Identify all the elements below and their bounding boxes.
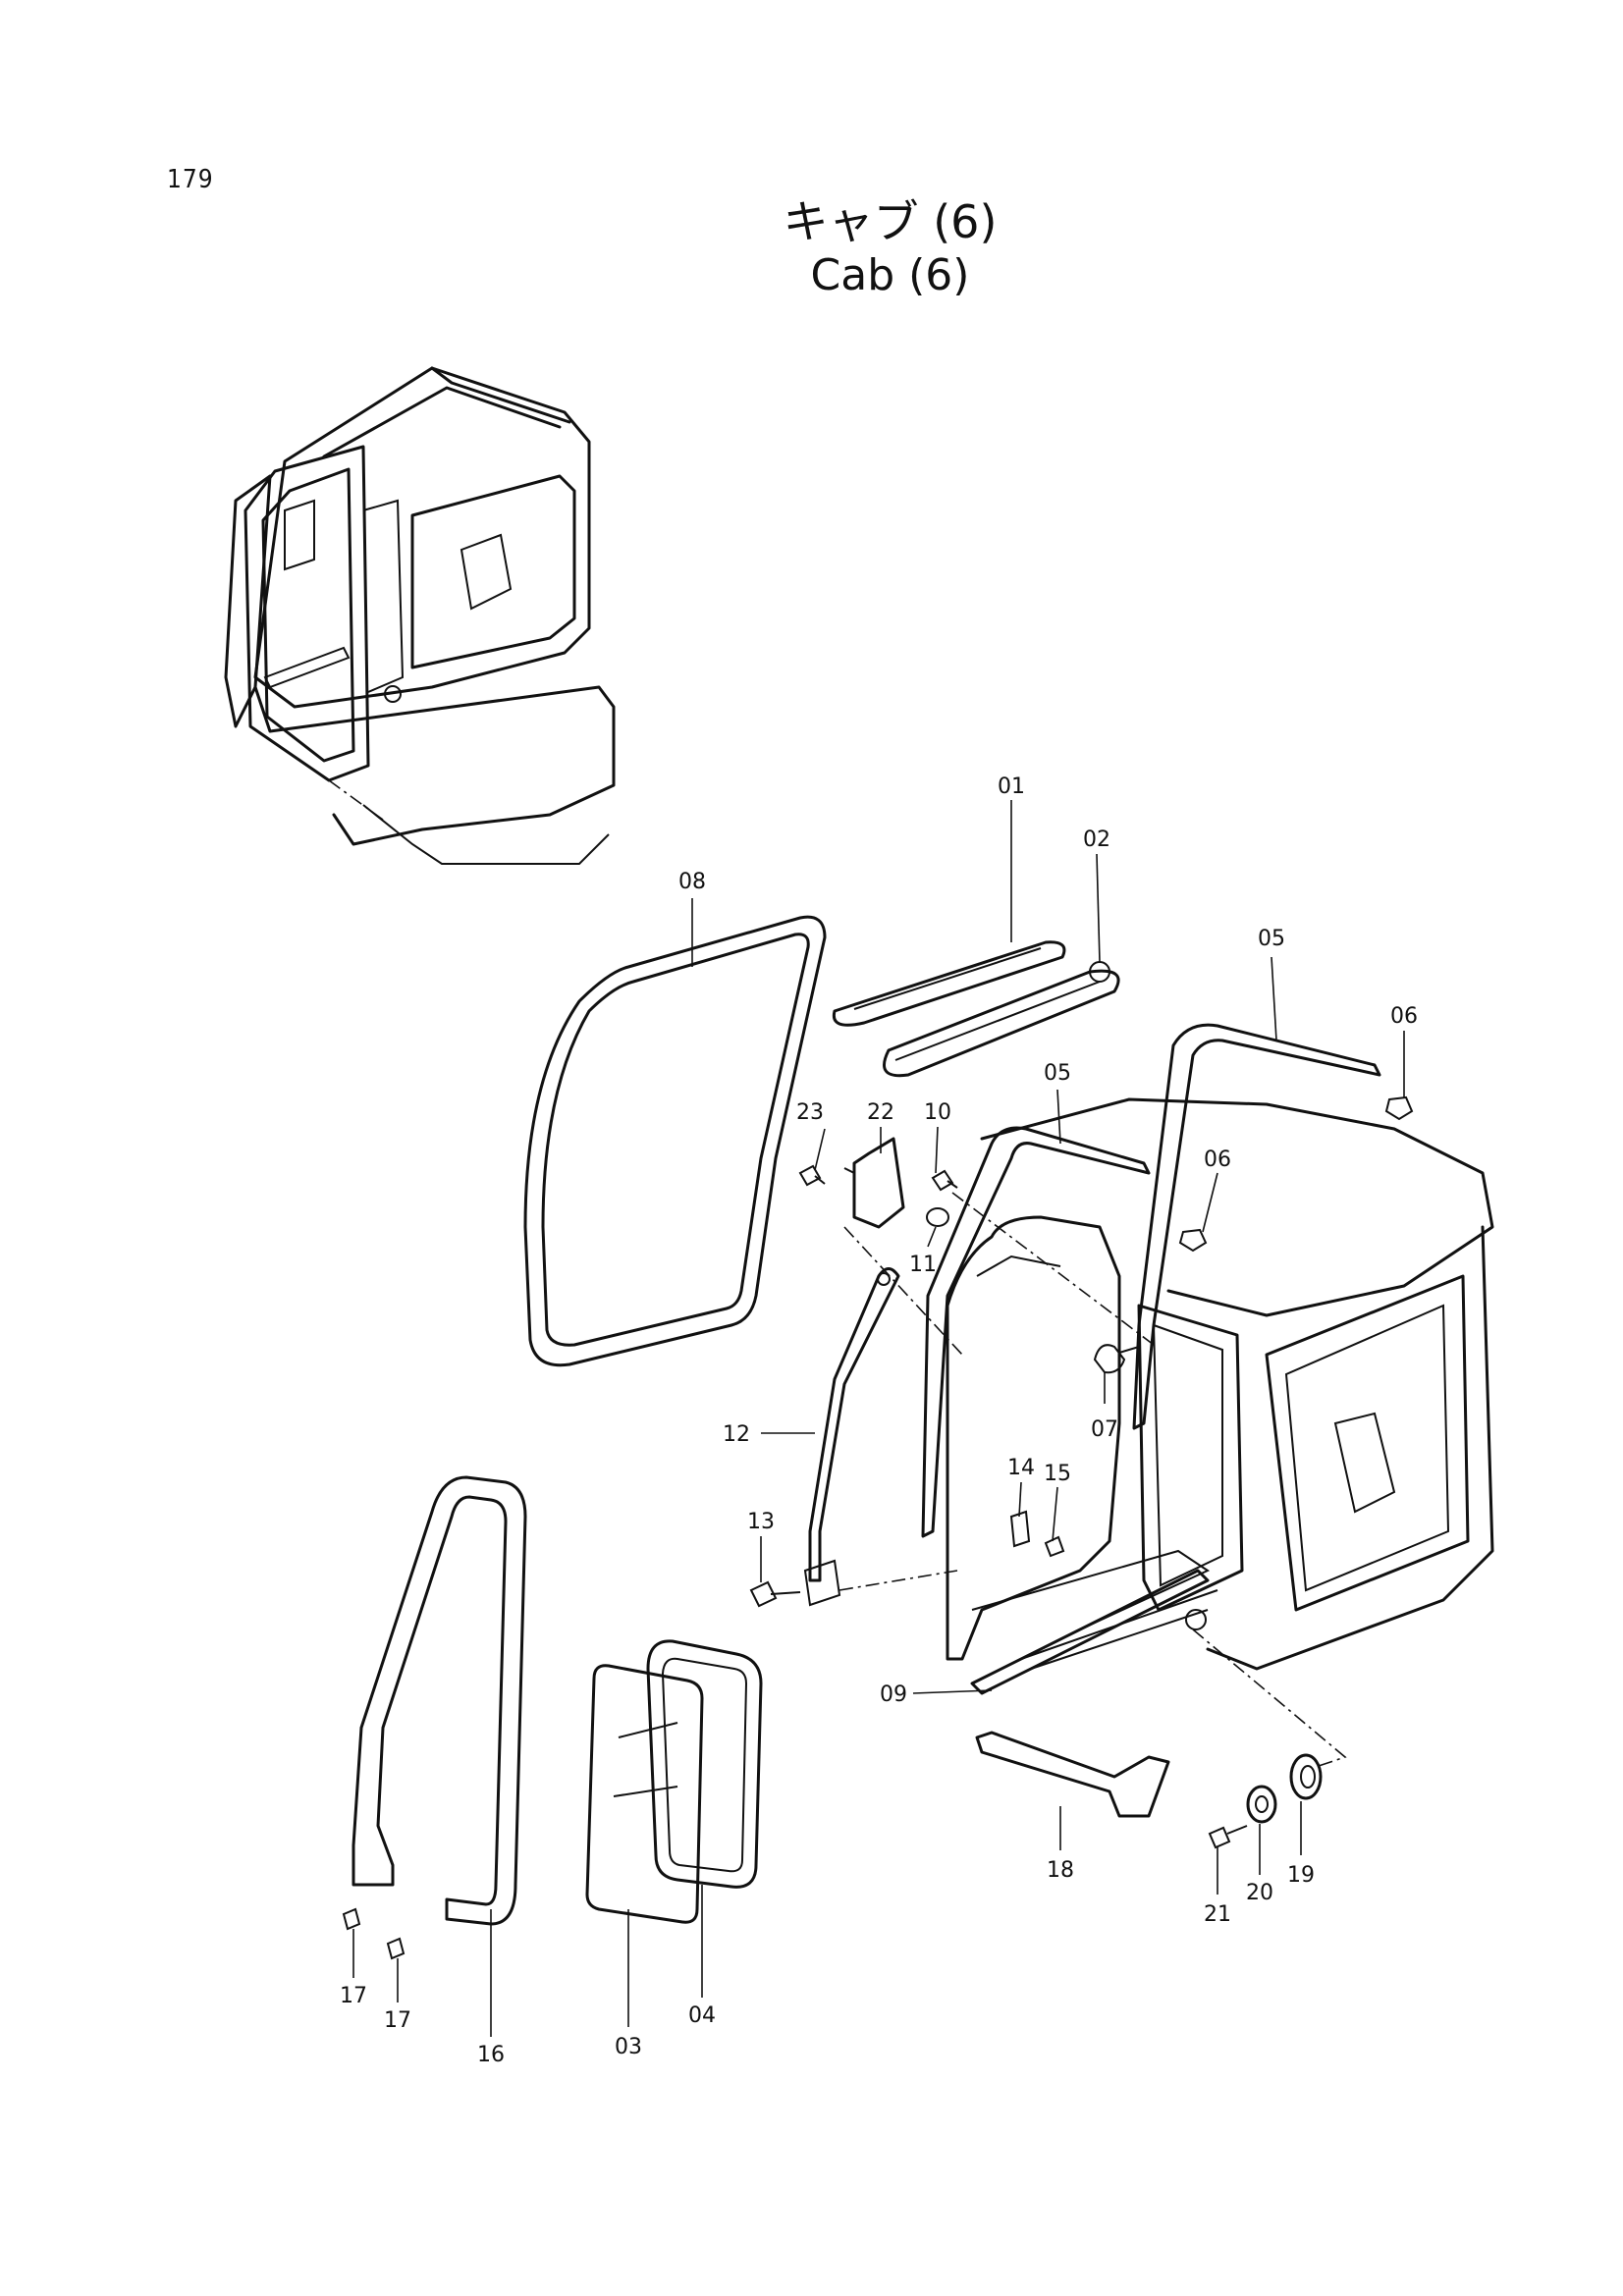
- callout-05-door: 05: [1044, 1061, 1071, 1086]
- callout-08: 08: [678, 870, 706, 894]
- part-23-screw: [798, 1164, 826, 1187]
- part-17-clips: [342, 1907, 406, 1960]
- callout-18: 18: [1047, 1858, 1074, 1883]
- callout-05-roof: 05: [1258, 927, 1285, 951]
- callout-17-right: 17: [384, 2008, 411, 2033]
- callout-17-left: 17: [340, 1984, 367, 2008]
- part-18-lower-bracket: [975, 1731, 1170, 1818]
- callout-21: 21: [1204, 1902, 1231, 1927]
- part-02-seal-strip: [883, 961, 1120, 1078]
- part-07-knob: [1093, 1344, 1140, 1374]
- part-01-strip: [832, 940, 1066, 1027]
- part-06-clips: [1178, 1095, 1414, 1253]
- page-number: 179: [167, 165, 214, 194]
- part-15-screw: [1044, 1535, 1065, 1558]
- part-16-lower-seal: [352, 1475, 527, 1926]
- callout-labels: 01 02 03 04 05 05 06 06 07 08 09 10 11 1…: [340, 774, 1418, 2067]
- callout-13: 13: [747, 1510, 775, 1534]
- callout-12: 12: [723, 1422, 750, 1447]
- leader-lines: [352, 800, 1405, 2037]
- part-19-spacer: [1289, 1753, 1323, 1800]
- callout-01: 01: [998, 774, 1025, 799]
- part-20-roller: [1246, 1785, 1277, 1824]
- part-03-glass: [585, 1664, 704, 1924]
- part-09-rail: [970, 1569, 1210, 1695]
- callout-16: 16: [477, 2043, 505, 2067]
- callout-09: 09: [880, 1682, 907, 1707]
- callout-23: 23: [796, 1100, 824, 1125]
- main-cab-body: [946, 1097, 1494, 1671]
- part-04-glass-seal: [646, 1639, 763, 1889]
- part-08-door-seal: [523, 915, 827, 1367]
- part-22-bracket: [843, 1137, 905, 1229]
- diagram-title-japanese: キャブ (6): [783, 195, 998, 248]
- part-12-stay-bar: [803, 1267, 900, 1607]
- callout-06-upper: 06: [1390, 1004, 1418, 1029]
- callout-06-lower: 06: [1204, 1148, 1231, 1172]
- part-05-roof-seals: [921, 1023, 1381, 1538]
- callout-20: 20: [1246, 1881, 1273, 1905]
- overview-cab-illustration: [224, 366, 616, 865]
- callout-22: 22: [867, 1100, 894, 1125]
- diagram-title-english: Cab (6): [810, 250, 970, 300]
- part-10-bolt: [931, 1169, 958, 1192]
- part-13-bolt: [749, 1580, 801, 1608]
- callout-07: 07: [1091, 1417, 1118, 1442]
- part-21-bolt: [1208, 1825, 1248, 1849]
- callout-03: 03: [615, 2035, 642, 2059]
- callout-19: 19: [1287, 1863, 1315, 1888]
- part-14-hinge: [1009, 1510, 1031, 1548]
- callout-10: 10: [924, 1100, 951, 1125]
- callout-14: 14: [1007, 1456, 1035, 1480]
- part-11-washer: [926, 1207, 949, 1227]
- callout-11: 11: [909, 1253, 937, 1277]
- callout-04: 04: [688, 2003, 716, 2028]
- callout-02: 02: [1083, 828, 1110, 852]
- callout-15: 15: [1044, 1462, 1071, 1486]
